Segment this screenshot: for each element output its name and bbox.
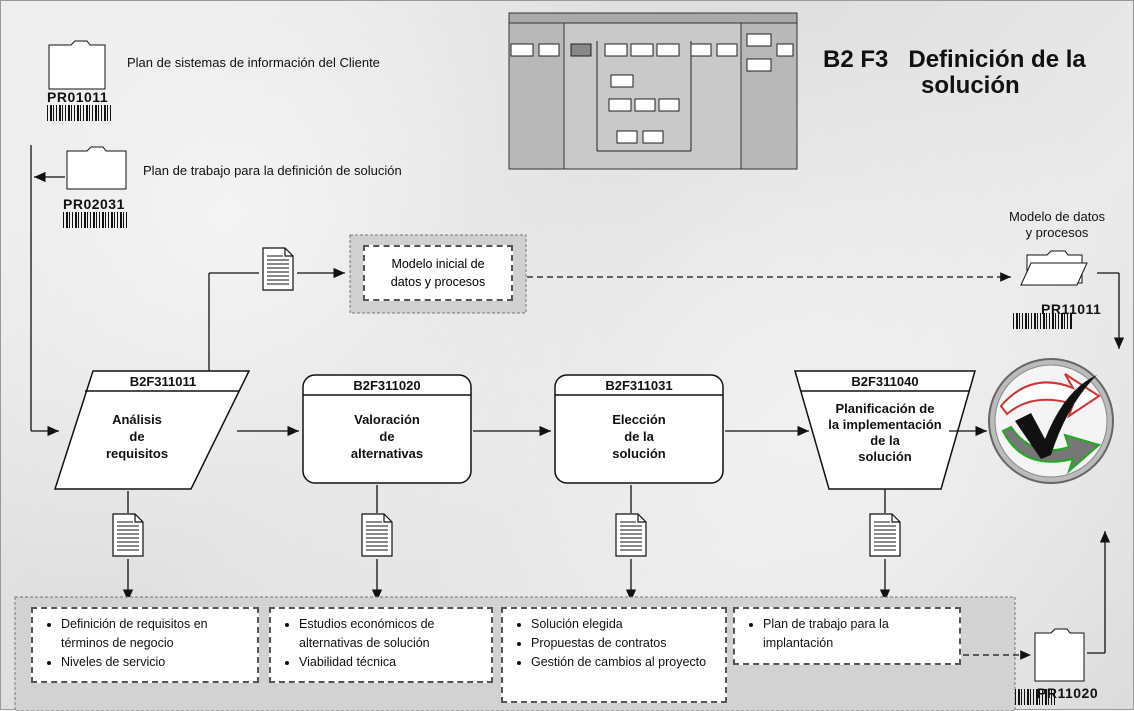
process-4-line-4: solución: [858, 449, 912, 464]
barcode-icon: [1013, 313, 1073, 329]
process-2-line-1: Valoración: [354, 412, 420, 427]
process-code-1: B2F311011: [129, 374, 197, 389]
deliverables-box-4: Plan de trabajo para la implantación: [733, 607, 961, 665]
deliverable-item: Niveles de servicio: [61, 653, 249, 672]
process-shape-4: [794, 370, 976, 490]
process-shape-1: [53, 370, 251, 490]
model-box-line-2: datos y procesos: [390, 275, 486, 289]
process-3-line-1: Elección: [612, 412, 666, 427]
deliverables-box-3: Solución elegida Propuestas de contratos…: [501, 607, 727, 703]
process-name-4: Planificación de la implementación de la…: [801, 401, 969, 465]
output-folder-top-label: Modelo de datos y procesos: [997, 209, 1117, 241]
deliverable-item: Definición de requisitos en términos de …: [61, 615, 249, 653]
process-3-line-3: solución: [612, 446, 666, 461]
folder-icon: [1034, 628, 1085, 682]
deliverable-item: Estudios económicos de alternativas de s…: [299, 615, 483, 653]
barcode-icon: [63, 212, 127, 228]
process-shape-3: [554, 374, 724, 484]
process-shape-2: [302, 374, 472, 484]
model-initial-box: Modelo inicial de datos y procesos: [363, 245, 513, 301]
output-top-line-2: y procesos: [1025, 225, 1089, 240]
page-title: B2 F3 Definición de la solución: [823, 47, 1086, 99]
process-name-2: Valoración de alternativas: [303, 411, 471, 462]
deliverable-item: Plan de trabajo para la implantación: [763, 615, 951, 653]
process-2-line-2: de: [379, 429, 395, 444]
input-code-2: PR02031: [63, 196, 125, 212]
open-folder-icon: [1020, 250, 1088, 286]
barcode-icon: [1015, 689, 1055, 705]
barcode-icon: [47, 105, 111, 121]
process-name-3: Elección de la solución: [555, 411, 723, 462]
process-4-line-3: de la: [870, 433, 900, 448]
process-1-line-2: de: [129, 429, 145, 444]
output-top-line-1: Modelo de datos: [1008, 209, 1106, 224]
overview-thumbnail: [508, 12, 798, 170]
process-4-line-2: la implementación: [828, 417, 942, 432]
process-1-line-1: Análisis: [112, 412, 162, 427]
process-name-1: Análisis de requisitos: [67, 411, 207, 462]
process-code-3: B2F311031: [605, 378, 673, 393]
folder-icon: [48, 40, 106, 90]
process-4-line-1: Planificación de: [835, 401, 935, 416]
input-label-2: Plan de trabajo para la definición de so…: [143, 163, 402, 178]
deliverable-item: Gestión de cambios al proyecto: [531, 653, 717, 672]
input-code-1: PR01011: [47, 89, 109, 105]
check-icon: [988, 358, 1114, 484]
process-code-4: B2F311040: [851, 374, 919, 389]
title-line-2: solución: [921, 72, 1020, 99]
input-label-1: Plan de sistemas de información del Clie…: [127, 55, 380, 70]
deliverables-box-1: Definición de requisitos en términos de …: [31, 607, 259, 683]
folder-icon: [66, 146, 127, 190]
deliverable-item: Propuestas de contratos: [531, 634, 717, 653]
process-1-line-3: requisitos: [105, 446, 169, 461]
deliverable-item: Viabilidad técnica: [299, 653, 483, 672]
process-2-line-3: alternativas: [350, 446, 424, 461]
deliverables-box-2: Estudios económicos de alternativas de s…: [269, 607, 493, 683]
model-box-line-1: Modelo inicial de: [391, 257, 485, 271]
deliverable-item: Solución elegida: [531, 615, 717, 634]
process-3-line-2: de la: [624, 429, 654, 444]
process-code-2: B2F311020: [353, 378, 421, 393]
title-line-1: B2 F3 Definición de la: [823, 46, 1086, 73]
